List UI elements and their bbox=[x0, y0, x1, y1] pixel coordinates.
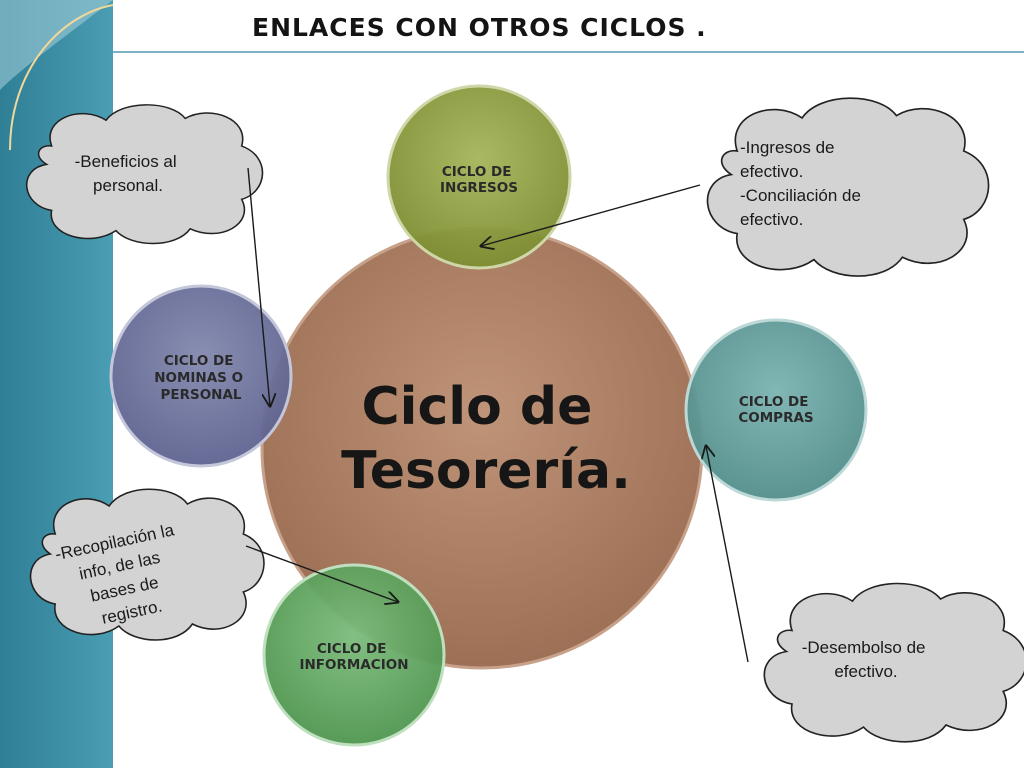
cycle-compras-line-1: CICLO DE bbox=[739, 394, 809, 410]
cloud-desembolso-text: -Desembolso de efectivo. bbox=[802, 638, 931, 681]
cloud-beneficios-line-1: -Beneficios al bbox=[75, 152, 177, 171]
cycle-compras-label: CICLO DE COMPRAS bbox=[738, 394, 813, 426]
sidebar-highlight bbox=[0, 0, 113, 90]
cloud-beneficios-text: -Beneficios al personal. bbox=[75, 152, 182, 195]
center-label-line-1: Ciclo de bbox=[361, 377, 592, 437]
center-label-line-2: Tesorería. bbox=[341, 441, 631, 501]
cycle-ingresos-label: CICLO DE INGRESOS bbox=[440, 164, 518, 196]
arrow-desembolso-to-compras bbox=[706, 446, 749, 663]
cycle-nominas-line-1: CICLO DE bbox=[164, 353, 234, 369]
cycle-ingresos-circle bbox=[386, 84, 572, 270]
cycle-informacion-line-1: CICLO DE bbox=[317, 641, 387, 657]
cloud-ingresos-line-2: efectivo. bbox=[740, 162, 803, 181]
cycle-nominas-line-2: NOMINAS O bbox=[154, 370, 243, 386]
cycle-informacion-line-2: INFORMACION bbox=[299, 657, 408, 673]
center-label: Ciclo de Tesorería. bbox=[341, 377, 631, 501]
cycle-ingresos-line-2: INGRESOS bbox=[440, 180, 518, 196]
cycle-informacion-label: CICLO DE INFORMACION bbox=[299, 641, 408, 673]
cycle-compras-line-2: COMPRAS bbox=[738, 410, 813, 426]
cloud-desembolso-line-1: -Desembolso de bbox=[802, 638, 926, 657]
cloud-ingresos-line-3: -Conciliación de bbox=[740, 186, 861, 205]
cycle-ingresos-line-1: CICLO DE bbox=[442, 164, 512, 180]
cloud-desembolso-line-2: efectivo. bbox=[834, 662, 897, 681]
cloud-ingresos-text: -Ingresos de efectivo. -Conciliación de … bbox=[740, 138, 866, 229]
cloud-beneficios bbox=[25, 104, 264, 245]
slide-title: ENLACES CON OTROS CICLOS . bbox=[252, 13, 707, 42]
sidebar-arc bbox=[9, 4, 114, 151]
cloud-ingresos-line-4: efectivo. bbox=[740, 210, 803, 229]
cycle-nominas-line-3: PERSONAL bbox=[160, 387, 241, 403]
arrow-ingresos-cloud-to-ingresos bbox=[481, 184, 701, 246]
cloud-ingresos-line-1: -Ingresos de bbox=[740, 138, 835, 157]
cycle-nominas-circle bbox=[109, 284, 293, 468]
cloud-beneficios-line-2: personal. bbox=[93, 176, 163, 195]
cycle-compras-circle bbox=[684, 318, 868, 502]
arrow-beneficios-to-nominas bbox=[247, 167, 270, 406]
cycle-informacion-circle bbox=[262, 563, 446, 747]
cycle-nominas-label: CICLO DE NOMINAS O PERSONAL bbox=[154, 353, 248, 403]
arrow-recopilacion-to-informacion bbox=[245, 545, 398, 602]
